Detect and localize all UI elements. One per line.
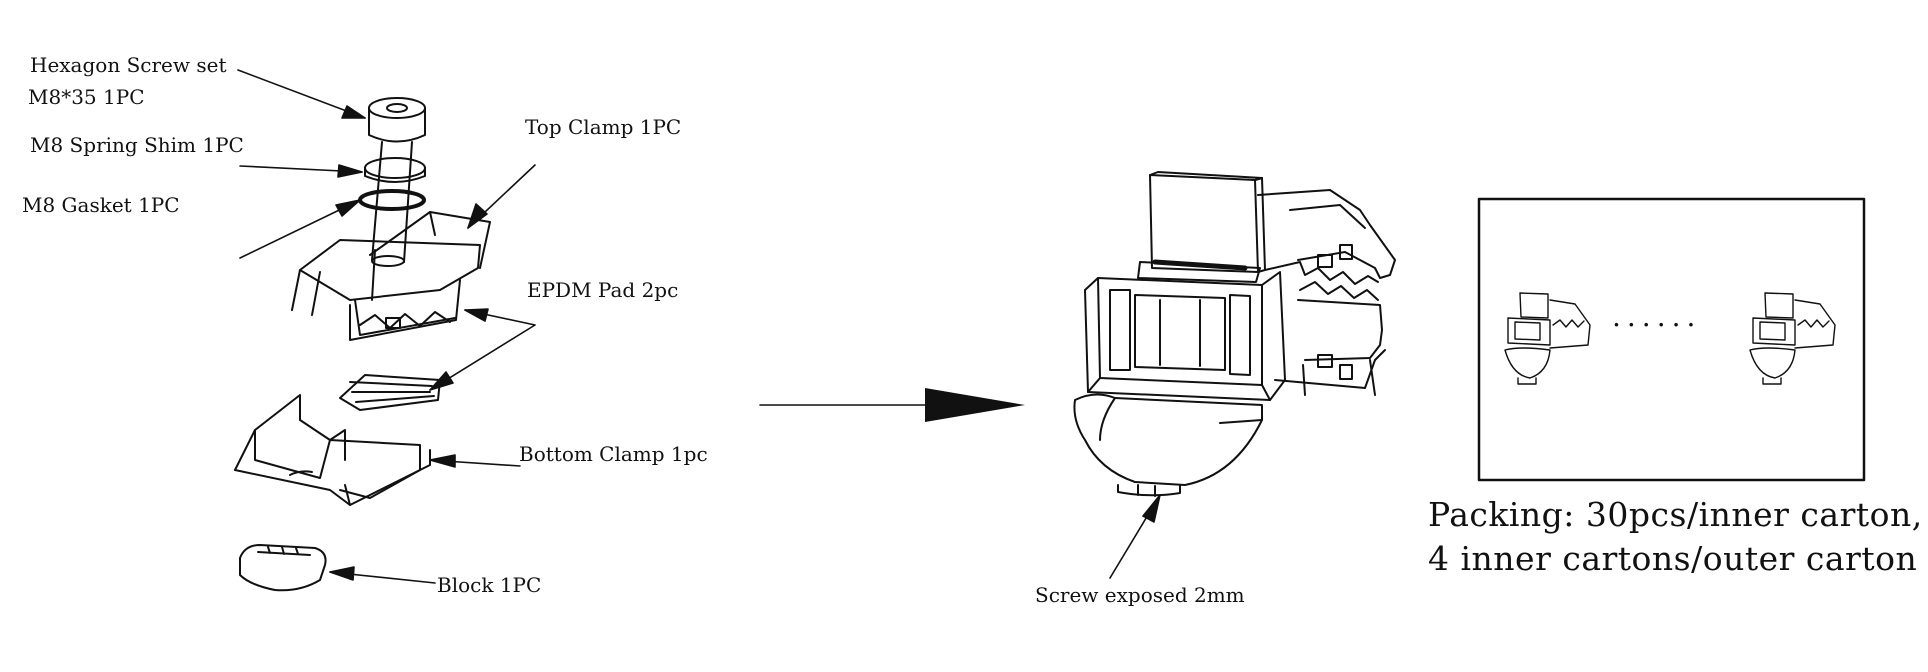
assembled-clamp-drawing — [1073, 171, 1396, 497]
packed-clamp-right-drawing — [1749, 292, 1836, 385]
arrow-epdm-pad-1 — [464, 308, 489, 322]
exploded-view — [234, 97, 491, 592]
bottom-clamp-drawing — [234, 394, 431, 506]
arrow-bottom-clamp — [429, 454, 456, 468]
arrow-top-clamp — [467, 203, 488, 229]
packed-clamp-left-drawing — [1504, 292, 1591, 385]
leader-screw-exposed — [1109, 494, 1161, 579]
leader-hexagon-screw — [237, 69, 366, 119]
block-drawing — [239, 544, 327, 592]
arrow-spring-shim — [337, 164, 363, 178]
spring-shim-drawing — [364, 157, 426, 183]
arrow-gasket — [335, 199, 361, 217]
label-packing-line1: Packing: 30pcs/inner carton, — [1428, 495, 1923, 534]
label-epdm-pad: EPDM Pad 2pc — [527, 278, 679, 302]
label-gasket: M8 Gasket 1PC — [22, 193, 180, 217]
label-block: Block 1PC — [437, 573, 542, 597]
label-packing-line2: 4 inner cartons/outer carton — [1428, 539, 1918, 578]
arrow-block — [329, 566, 355, 581]
label-spring-shim: M8 Spring Shim 1PC — [30, 133, 244, 157]
label-screw-exposed: Screw exposed 2mm — [1035, 583, 1245, 607]
label-ellipsis: ...... — [1612, 300, 1702, 333]
epdm-pad-drawing — [339, 374, 441, 411]
arrow-epdm-pad-2 — [429, 371, 454, 391]
label-hexagon-screw-line2: M8*35 1PC — [28, 85, 145, 109]
assembly-arrow — [759, 388, 1025, 422]
arrow-hexagon-screw — [341, 105, 366, 119]
label-hexagon-screw-line1: Hexagon Screw set — [30, 53, 227, 77]
top-clamp-drawing — [291, 211, 491, 341]
leader-lines — [237, 69, 536, 584]
label-bottom-clamp: Bottom Clamp 1pc — [519, 442, 708, 466]
packing-box — [1477, 197, 1866, 482]
gasket-drawing — [358, 189, 426, 211]
label-top-clamp: Top Clamp 1PC — [525, 115, 682, 139]
